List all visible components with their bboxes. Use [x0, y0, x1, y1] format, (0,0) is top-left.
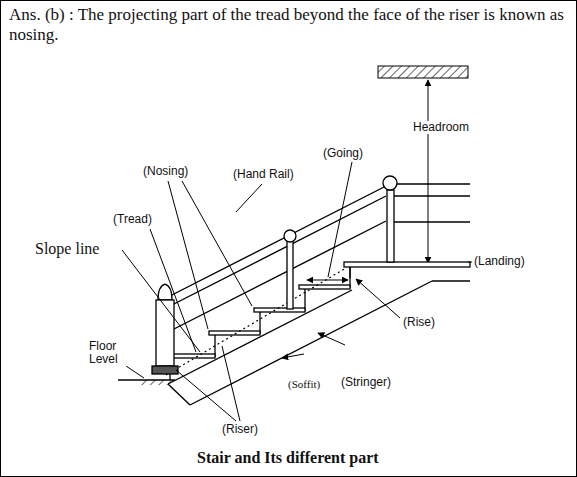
stair-part [126, 366, 144, 378]
stair-part [168, 384, 190, 405]
stair-part [176, 370, 236, 421]
stringer [168, 281, 470, 405]
figure-caption: Stair and Its different part [197, 449, 379, 467]
stair-part [394, 221, 470, 222]
stair-part [387, 190, 394, 262]
leader-line [122, 162, 472, 421]
part-label: (Stringer) [340, 376, 392, 389]
part-label: Headroom [412, 121, 470, 134]
stair-part [394, 183, 470, 184]
part-label: (Going) [322, 147, 364, 160]
part-label: (Soffit) [287, 378, 321, 390]
stair-part [394, 195, 470, 196]
part-label: Slope line [34, 240, 100, 258]
headroom-arrow [428, 80, 429, 263]
answer-heading: Ans. (b) : The projecting part of the tr… [9, 5, 565, 46]
stair-part [168, 181, 208, 329]
hand-rail [166, 184, 470, 330]
baluster [284, 176, 397, 309]
stair-part [166, 186, 386, 298]
stair-part [282, 354, 304, 358]
part-label: (Landing) [473, 255, 526, 268]
stair-part [468, 262, 472, 263]
stair-part [328, 162, 352, 277]
part-label: (Rise) [402, 316, 436, 329]
landing-slab [344, 262, 470, 267]
steps [164, 265, 350, 380]
part-label: (Nosing) [142, 165, 189, 178]
stair-part [156, 300, 174, 366]
stair-part [170, 196, 386, 306]
stair-part [150, 229, 196, 352]
stair-part [254, 308, 305, 312]
stair-part [190, 281, 432, 405]
stair-part [383, 176, 397, 190]
stair-part [182, 181, 252, 306]
part-label: Floor Level [88, 340, 130, 366]
stair-part [318, 333, 345, 345]
stair-part [222, 346, 240, 421]
stair-part [209, 331, 260, 335]
ceiling-slab [378, 66, 468, 78]
landing-edge [349, 267, 350, 278]
going-arrow [307, 280, 348, 281]
stair-part [284, 230, 296, 242]
stair-part [122, 250, 200, 352]
stair-part [299, 285, 350, 289]
stair-part [432, 280, 470, 281]
stair-part [158, 284, 172, 300]
stair-part [287, 241, 293, 309]
part-label: (Hand Rail) [232, 168, 295, 181]
part-label: (Tread) [112, 213, 153, 226]
stair-part [356, 279, 400, 318]
stair-part [152, 366, 178, 374]
newel-post [152, 284, 178, 374]
part-label: (Riser) [221, 423, 259, 436]
stair-part [236, 184, 262, 212]
